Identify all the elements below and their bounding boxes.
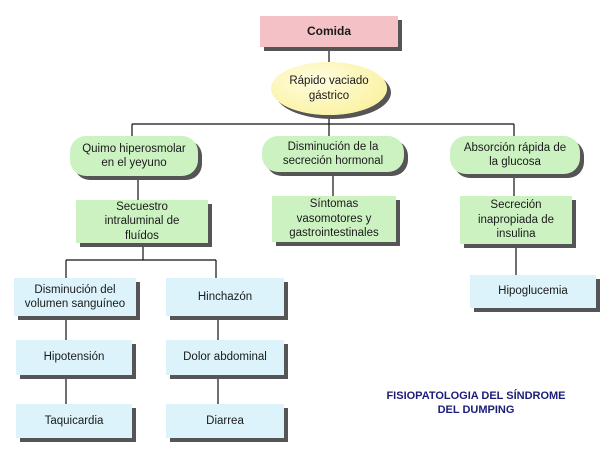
diagram-caption: FISIOPATOLOGIA DEL SÍNDROME DEL DUMPING — [372, 389, 580, 418]
node-hipotension: Hipotensión — [16, 340, 132, 375]
node-disminucion-hormonal: Disminución de la secreción hormonal — [262, 136, 404, 172]
node-rapido-vaciado-label: Rápido vaciado gástrico — [289, 75, 369, 102]
node-secrecion-insulina: Secreción inapropiada de insulina — [460, 196, 572, 244]
node-comida: Comida — [260, 16, 398, 47]
node-rapido-vaciado: Rápido vaciado gástrico — [271, 62, 387, 115]
node-diarrea: Diarrea — [166, 404, 284, 438]
node-taquicardia: Taquicardia — [16, 404, 132, 438]
caption-line-1: FISIOPATOLOGIA DEL SÍNDROME — [386, 390, 566, 402]
node-hinchazon: Hinchazón — [166, 278, 284, 316]
connector-rapido-branches — [131, 115, 515, 136]
node-quimo-hiperosmolar: Quimo hiperosmolar en el yeyuno — [70, 136, 198, 176]
node-sintomas: Síntomas vasomotores y gastrointestinale… — [272, 196, 396, 242]
node-hipoglucemia: Hipoglucemia — [470, 275, 596, 308]
connector-secuestro-split — [65, 243, 217, 278]
node-absorcion-glucosa: Absorción rápida de la glucosa — [450, 136, 580, 174]
node-dolor-abdominal: Dolor abdominal — [166, 340, 284, 375]
node-secuestro-intraluminal: Secuestro intraluminal de fluídos — [76, 200, 208, 243]
node-disminucion-volumen: Disminución del volumen sanguíneo — [14, 278, 136, 316]
caption-line-2: DEL DUMPING — [437, 404, 515, 417]
